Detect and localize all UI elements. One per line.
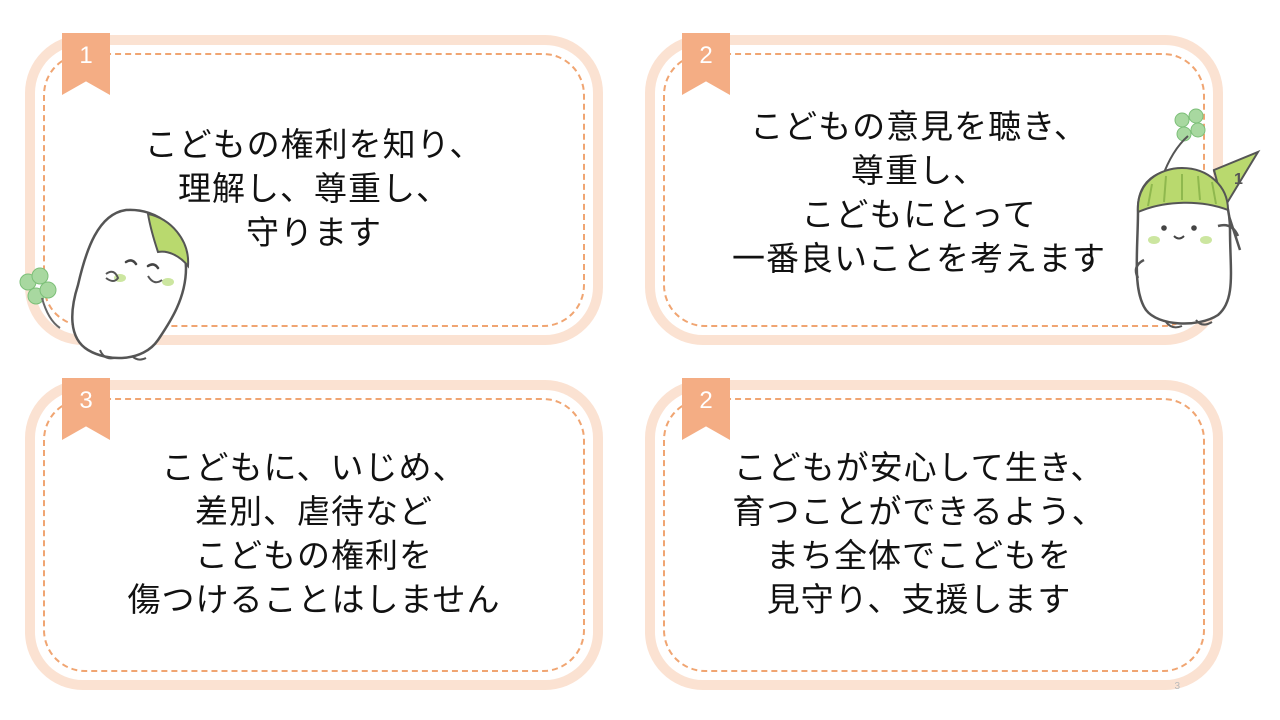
card-line: 差別、虐待など — [195, 492, 433, 531]
flag-label: 1 — [1234, 171, 1243, 188]
card-text-1: こどもの権利を知り、 理解し、尊重し、 守ります — [55, 123, 573, 255]
card-text-4: こどもが安心して生き、 育つことができるよう、 まち全体でこどもを 見守り、支援… — [675, 446, 1163, 622]
card-number-3: 3 — [79, 387, 93, 414]
card-4: 2 こどもが安心して生き、 育つことができるよう、 まち全体でこどもを 見守り、… — [645, 378, 1223, 690]
card-text-3: こどもに、いじめ、 差別、虐待など こどもの権利を 傷つけることはしません — [55, 446, 573, 622]
card-line: 見守り、支援します — [766, 580, 1072, 619]
card-line: こどもに、いじめ、 — [161, 448, 467, 487]
card-2: 2 こどもの意見を聴き、 尊重し、 こどもにとって 一番良いことを考えます — [645, 33, 1223, 345]
card-line: こどもの意見を聴き、 — [750, 107, 1088, 146]
card-number-4: 2 — [699, 387, 713, 414]
card-text-2: こどもの意見を聴き、 尊重し、 こどもにとって 一番良いことを考えます — [675, 105, 1163, 281]
mascot-illustration-left — [19, 208, 190, 361]
clover-icon — [19, 267, 57, 305]
card-line: 育つことができるよう、 — [732, 492, 1106, 531]
card-line: こどもにとって — [801, 195, 1037, 234]
card-1: 1 こどもの権利を知り、 理解し、尊重し、 守ります — [25, 33, 603, 345]
card-line: 理解し、尊重し、 — [178, 169, 450, 208]
card-line: 傷つけることはしません — [127, 580, 501, 619]
card-line: こどもの権利を — [195, 536, 433, 575]
card-line: こどもの権利を知り、 — [144, 125, 484, 164]
page-number: 3 — [1174, 681, 1180, 692]
card-number-2: 2 — [699, 42, 713, 69]
card-line: 守ります — [246, 213, 382, 252]
card-line: こどもが安心して生き、 — [733, 448, 1105, 487]
mascot-illustration-right: 1 — [1134, 108, 1261, 329]
card-line: 一番良いことを考えます — [732, 239, 1106, 278]
card-line: まち全体でこどもを — [766, 536, 1072, 575]
card-line: 尊重し、 — [851, 151, 987, 190]
clover-icon — [1174, 108, 1206, 142]
card-3: 3 こどもに、いじめ、 差別、虐待など こどもの権利を 傷つけることはしません — [25, 378, 603, 690]
card-number-1: 1 — [79, 42, 93, 69]
